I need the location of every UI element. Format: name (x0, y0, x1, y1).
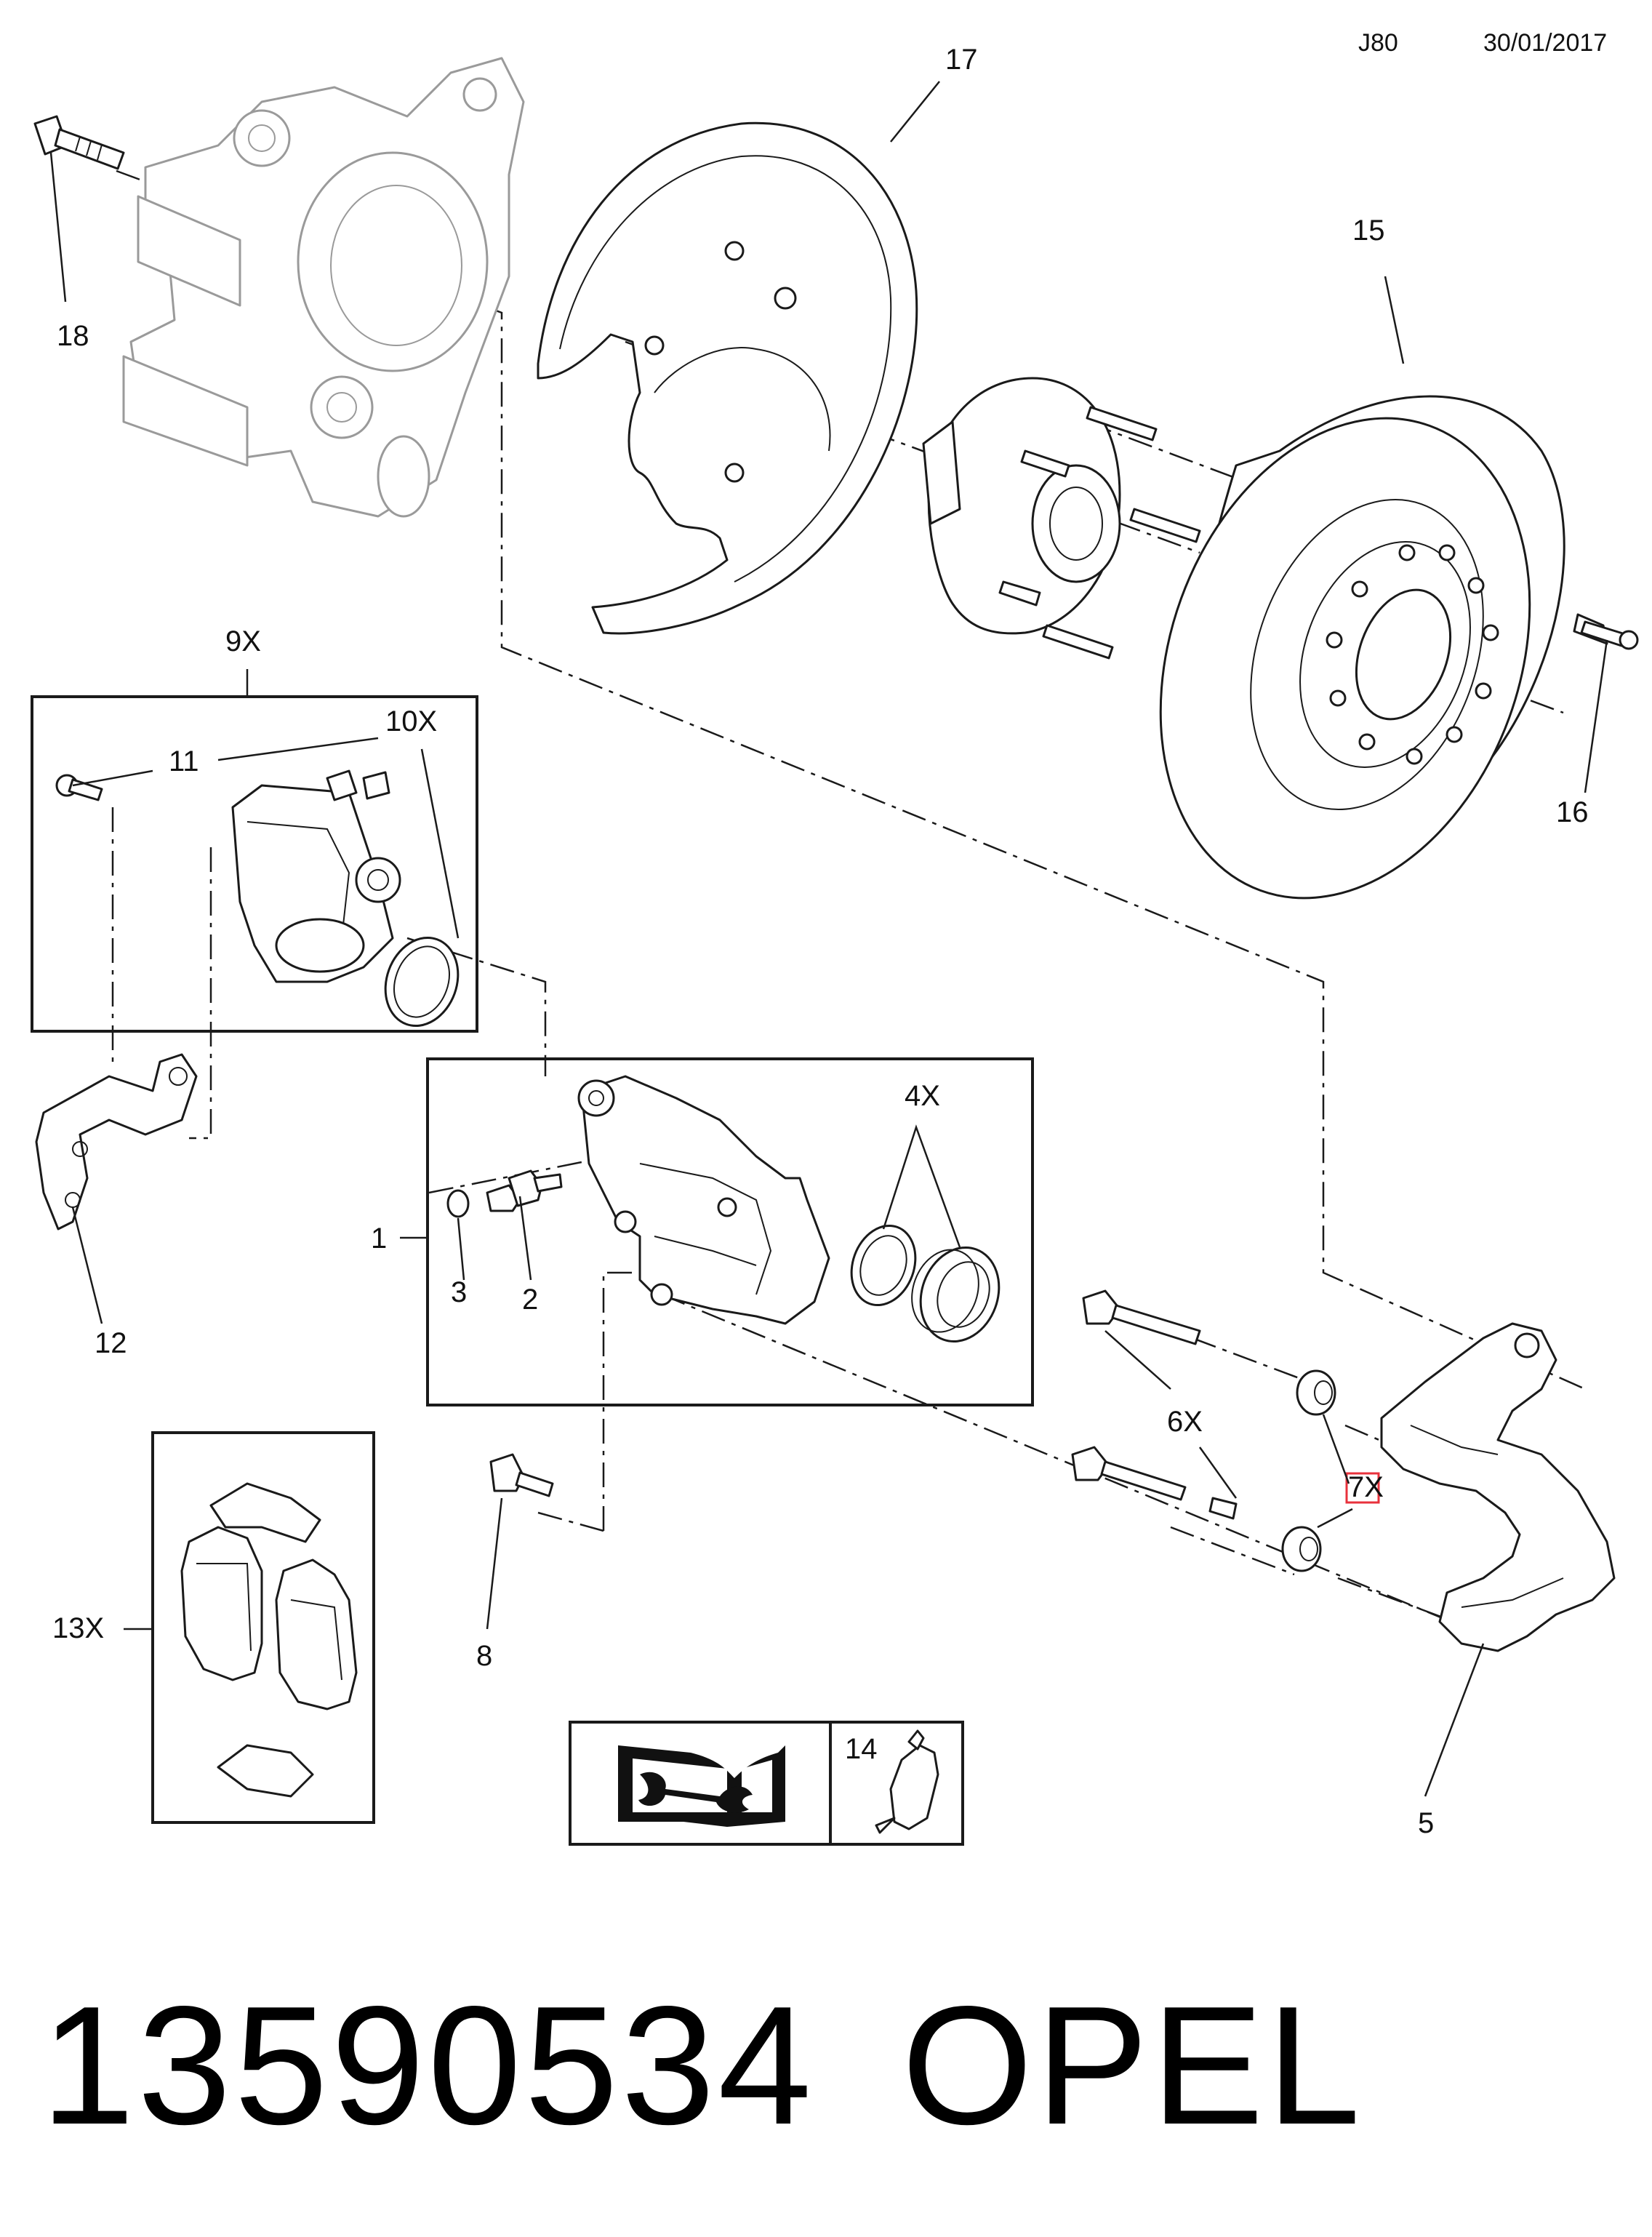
guide-bushing-upper (1296, 1369, 1336, 1416)
brake-caliper (577, 1075, 830, 1325)
brake-pads (180, 1526, 358, 1710)
callout-18: 18 (57, 320, 89, 352)
callout-2: 2 (522, 1284, 538, 1316)
guide-pin-lower (1071, 1446, 1238, 1520)
callout-4x: 4X (905, 1080, 940, 1112)
hub-studs (998, 406, 1201, 660)
grease-tube-icon (875, 1729, 939, 1834)
diagram-date: 30/01/2017 (1483, 29, 1607, 57)
callout-7x: 7X (1348, 1471, 1384, 1503)
callout-9x: 9X (225, 625, 261, 657)
brake-backing-plate (537, 121, 918, 635)
callout-10x: 10X (385, 705, 437, 737)
carrier-bolt (489, 1453, 554, 1497)
highlight-frame (1345, 1472, 1380, 1504)
caliper-assembly-box (426, 1057, 1034, 1406)
callout-13x: 13X (52, 1612, 104, 1644)
steering-knuckle (122, 57, 525, 518)
actuator-o-ring (384, 936, 460, 1028)
actuator-kit-box (31, 695, 478, 1033)
parking-brake-actuator (231, 769, 401, 983)
brake-disc (1159, 395, 1565, 900)
disc-bolt-holes (1326, 544, 1499, 765)
callout-1: 1 (371, 1222, 387, 1254)
service-manual-icon (618, 1745, 785, 1827)
piston-boot (911, 1246, 1001, 1343)
callout-16: 16 (1556, 796, 1589, 828)
bleed-screw (486, 1169, 563, 1212)
guide-pin-upper (1082, 1289, 1201, 1345)
bleed-screw-cap (446, 1189, 470, 1218)
brake-pad-kit-box (151, 1431, 375, 1824)
wheel-hub-bearing (922, 377, 1201, 660)
cable-bracket (35, 1053, 198, 1230)
caliper-carrier (1380, 1322, 1616, 1652)
leader-lines (49, 81, 1608, 1797)
callout-14: 14 (845, 1733, 878, 1765)
instructions-box (569, 1721, 964, 1846)
brand-name: OPEL (902, 1972, 1363, 2160)
diagram-code: J80 (1358, 29, 1398, 57)
callout-12: 12 (95, 1327, 127, 1359)
callout-3: 3 (451, 1276, 467, 1308)
knuckle-bolt (33, 115, 125, 170)
callout-11: 11 (169, 745, 199, 777)
pad-clips (209, 1482, 321, 1798)
callout-6x: 6X (1167, 1406, 1203, 1438)
callout-5: 5 (1418, 1807, 1434, 1839)
actuator-screw (55, 774, 103, 801)
callout-labels: 17 15 18 16 9X 10X 11 12 1 3 2 4X 6X 7X … (52, 44, 1589, 1839)
guide-bushing-lower (1281, 1526, 1322, 1572)
part-number: 13590534 (41, 1972, 814, 2160)
piston-seal (850, 1224, 917, 1307)
callout-15: 15 (1352, 215, 1385, 247)
callout-17: 17 (945, 44, 978, 76)
callout-8: 8 (476, 1640, 492, 1672)
